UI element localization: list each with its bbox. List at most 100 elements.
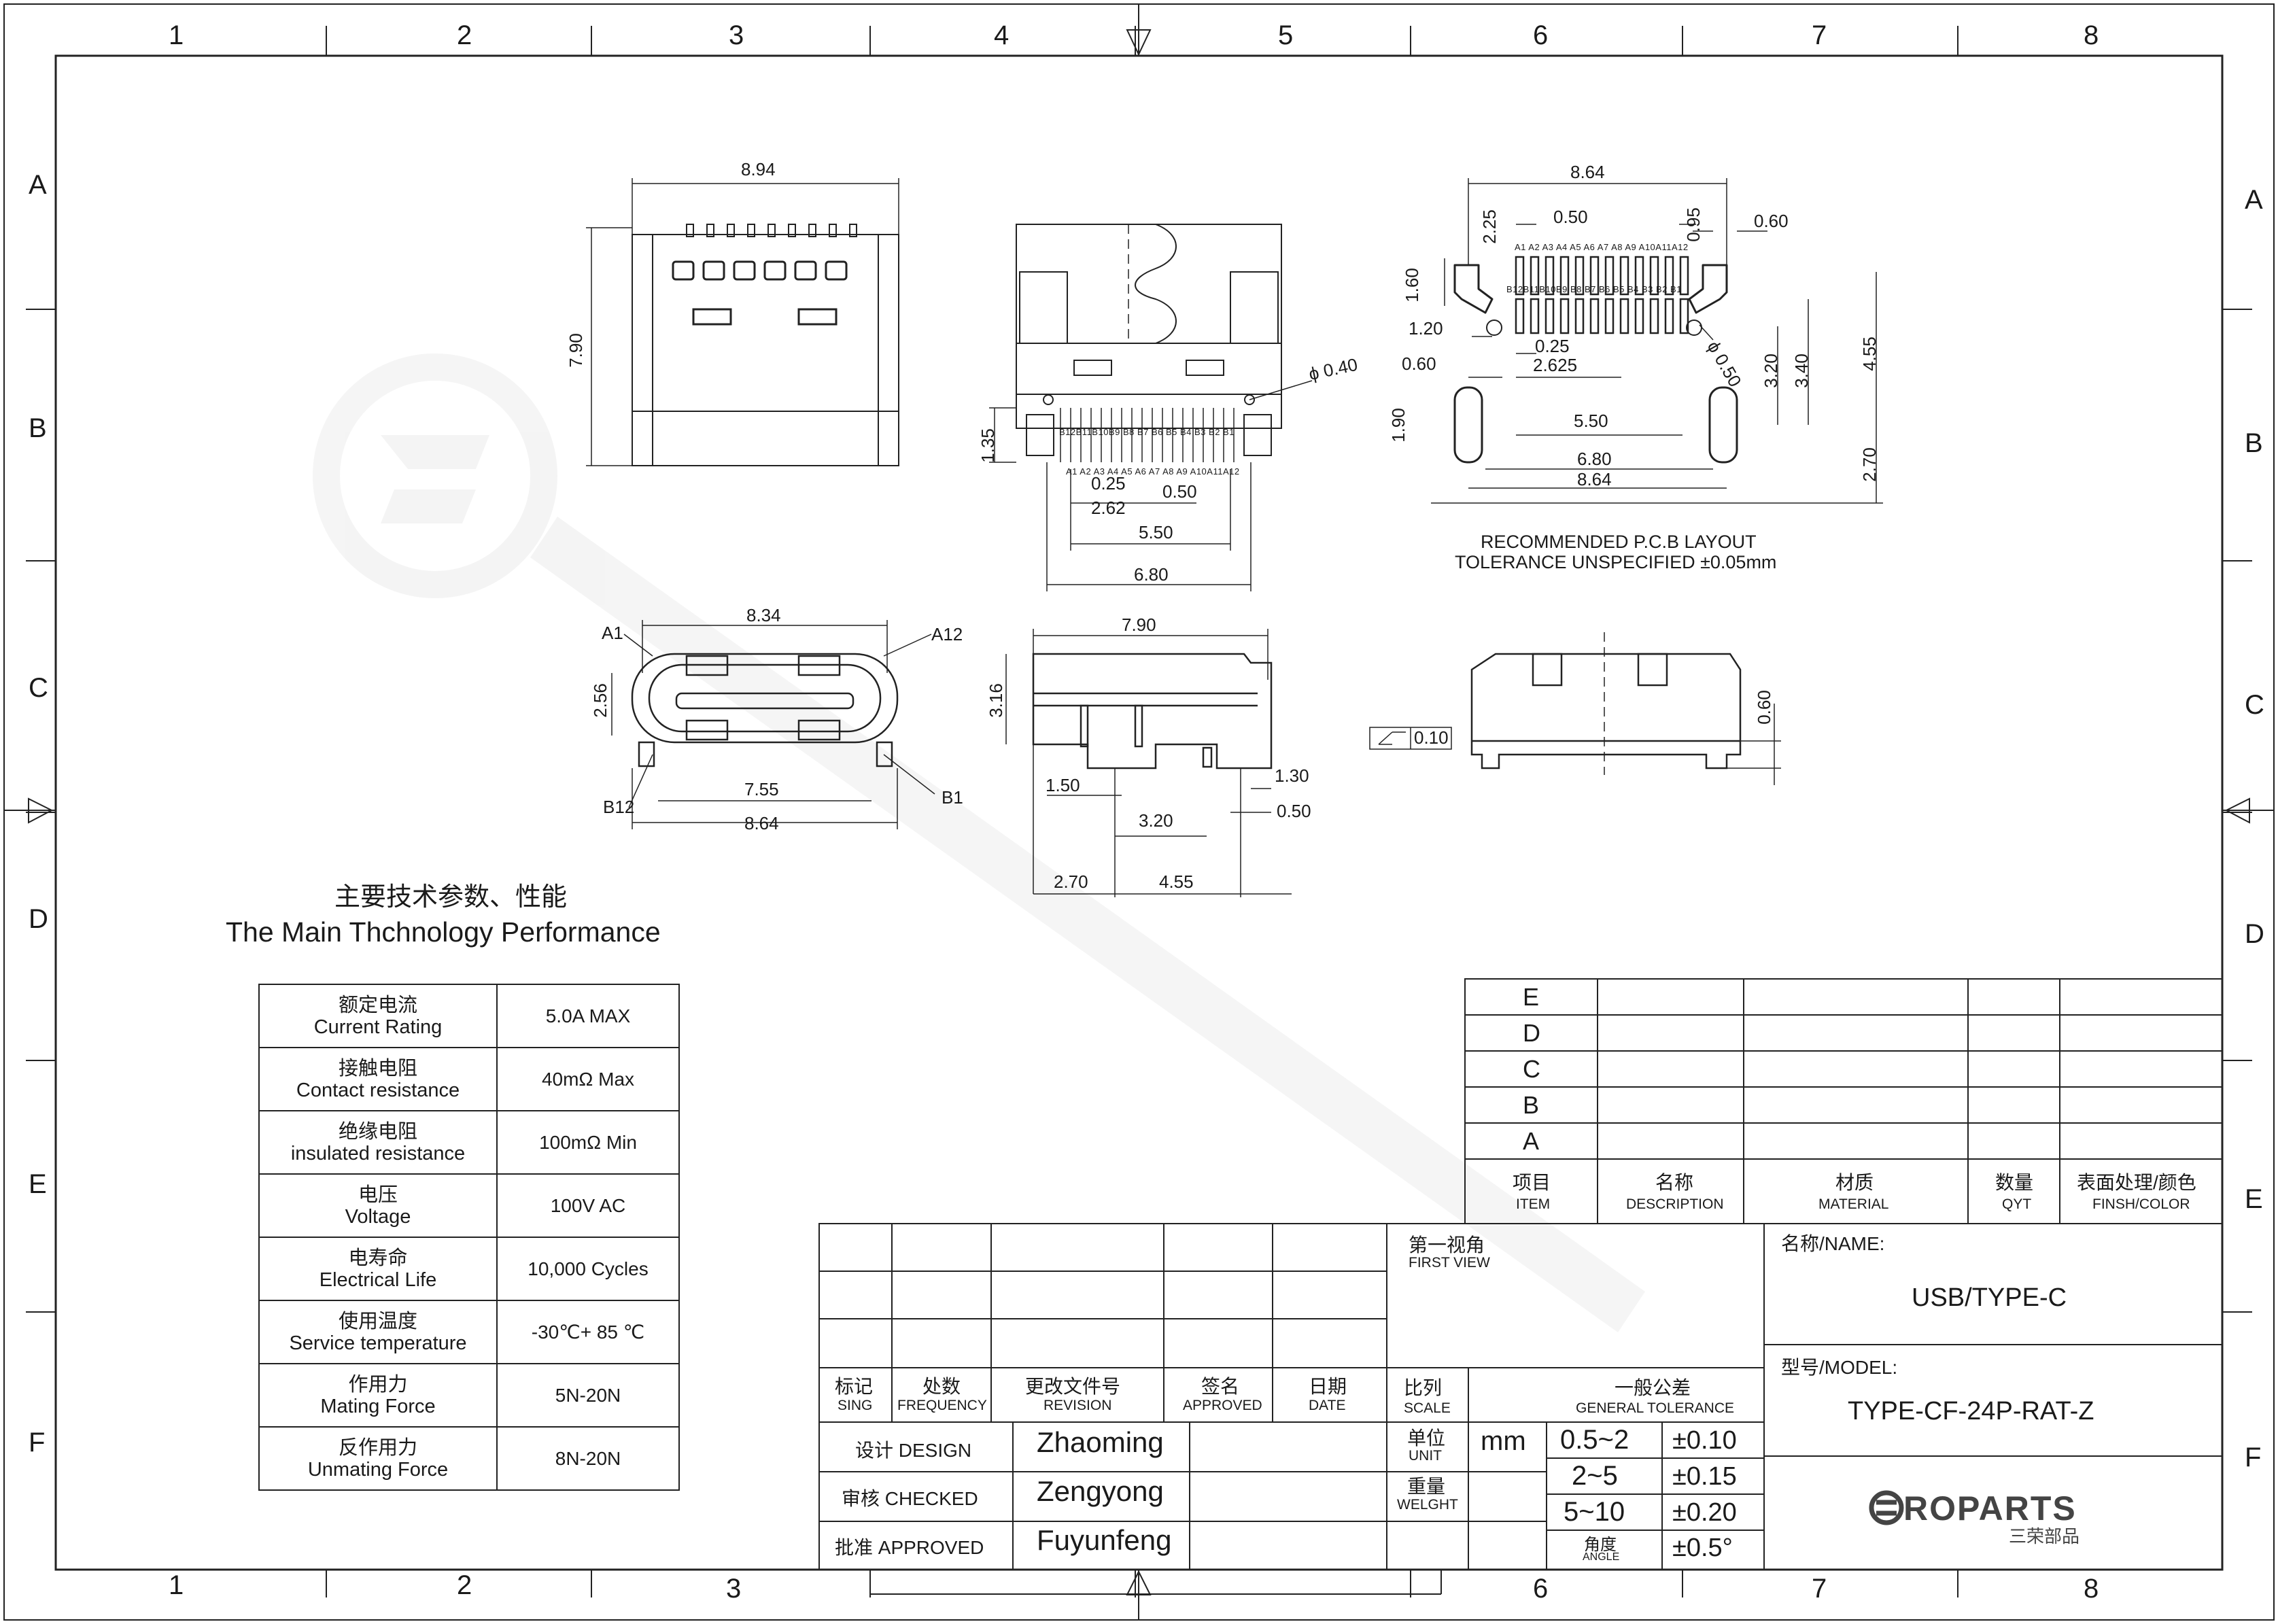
spec-value: 5N-20N	[496, 1363, 680, 1428]
model-label: 型号/MODEL:	[1781, 1357, 1898, 1378]
zone-col-2-bottom: 2	[457, 1570, 472, 1600]
zone-col-3-top: 3	[729, 20, 744, 50]
signoff-approved-role: 批准 APPROVED	[835, 1537, 984, 1558]
zone-row-c-right: C	[2245, 690, 2264, 720]
zone-col-3-bottom: 3	[726, 1574, 742, 1604]
unit-value: mm	[1481, 1426, 1526, 1456]
top-view	[586, 178, 899, 466]
pcb-note-line1: RECOMMENDED P.C.B LAYOUT	[1481, 532, 1757, 552]
tolerance-range-1: 0.5~2	[1560, 1425, 1629, 1455]
label-a1: A1	[602, 623, 623, 643]
logo-cn: 三荣部品	[2009, 1526, 2080, 1547]
dim-side-130: 1.30	[1275, 765, 1309, 786]
rev-header-sing-en: SING	[838, 1398, 873, 1413]
tolerance-value-1: ±0.10	[1672, 1426, 1737, 1455]
dim-pcb-680: 6.80	[1577, 449, 1612, 469]
bom-header-item-cn: 项目	[1513, 1172, 1551, 1193]
signoff-design-role: 设计 DESIGN	[855, 1440, 972, 1461]
spec-value: -30℃+ 85 ℃	[496, 1300, 680, 1364]
front-pins-top: A1 A2 A3 A4 A5 A6 A7 A8 A9 A10A11A12	[1066, 466, 1240, 477]
bom-header-desc-en: DESCRIPTION	[1626, 1196, 1724, 1212]
dim-pcb-050: 0.50	[1553, 207, 1588, 227]
dim-pcb-270: 2.70	[1859, 447, 1880, 482]
dim-top-width: 8.94	[741, 159, 776, 179]
rev-header-date-en: DATE	[1309, 1398, 1346, 1413]
tolerance-range-3: 5~10	[1564, 1497, 1625, 1527]
dim-pcb-120: 1.20	[1409, 318, 1443, 339]
zone-row-e-left: E	[29, 1169, 47, 1199]
side-view	[1005, 629, 1292, 897]
tolerance-range-2: 2~5	[1572, 1461, 1618, 1491]
dim-end-834: 8.34	[746, 605, 781, 625]
dim-pcb-550: 5.50	[1574, 411, 1608, 431]
tolerance-angle-cn: 角度	[1584, 1536, 1617, 1554]
bom-row-c: C	[1523, 1055, 1540, 1083]
pcb-pins-bottom: B12B11B10B9 B8 B7 B6 B5 B4 B3 B2 B1	[1506, 284, 1682, 294]
dim-front-pitch: 0.25	[1091, 473, 1126, 494]
dim-pcb-455: 4.55	[1859, 336, 1880, 371]
bom-row-d: D	[1523, 1019, 1540, 1047]
spec-value: 10,000 Cycles	[496, 1237, 680, 1301]
bom-header-material-cn: 材质	[1835, 1172, 1874, 1193]
unit-en: UNIT	[1409, 1448, 1442, 1464]
dim-pcb-160: 1.60	[1401, 268, 1422, 303]
zone-row-c-left: C	[29, 673, 48, 703]
dim-end-256: 2.56	[589, 683, 610, 718]
weight-en: WELGHT	[1397, 1497, 1458, 1513]
dim-side-320: 3.20	[1139, 810, 1173, 831]
spec-value: 100mΩ Min	[496, 1110, 680, 1175]
dim-side-050: 0.50	[1277, 801, 1311, 821]
zone-col-6-top: 6	[1533, 20, 1549, 50]
name-value: USB/TYPE-C	[1912, 1283, 2067, 1312]
end-view	[611, 620, 935, 829]
scale-en: SCALE	[1404, 1400, 1451, 1416]
spec-title-en: The Main Thchnology Performance	[226, 916, 661, 948]
rev-header-revision-en: REVISION	[1043, 1398, 1112, 1413]
dim-end-864: 8.64	[744, 813, 779, 833]
title-block-lines	[818, 1223, 2223, 1595]
model-value: TYPE-CF-24P-RAT-Z	[1848, 1397, 2094, 1426]
tolerance-en: GENERAL TOLERANCE	[1576, 1400, 1735, 1416]
dim-side-316: 3.16	[985, 683, 1006, 718]
rev-header-sing-cn: 标记	[835, 1376, 874, 1397]
first-view-en: FIRST VIEW	[1409, 1255, 1490, 1271]
spec-value: 100V AC	[496, 1173, 680, 1238]
dim-side-455: 4.55	[1159, 871, 1194, 892]
zone-col-8-bottom: 8	[2084, 1574, 2099, 1604]
label-b1: B1	[942, 787, 963, 808]
dim-side-790: 7.90	[1122, 615, 1156, 635]
dim-pcb-340: 3.40	[1791, 353, 1812, 388]
rev-header-frequency-en: FREQUENCY	[897, 1398, 987, 1413]
weight-cn: 重量	[1407, 1476, 1446, 1497]
front-pins-bottom: B12B11B10B9 B8 B7 B6 B5 B4 B3 B2 B1	[1059, 427, 1235, 437]
pcb-note-line2: TOLERANCE UNSPECIFIED ±0.05mm	[1455, 552, 1777, 572]
dim-front-550: 5.50	[1139, 522, 1173, 542]
zone-row-d-left: D	[29, 904, 48, 934]
tolerance-value-2: ±0.15	[1672, 1462, 1737, 1491]
signoff-checked-role: 审核 CHECKED	[842, 1488, 978, 1509]
logo-mark	[1869, 1490, 1904, 1525]
dim-front-height: 1.35	[977, 428, 998, 463]
bom-header-qty-en: QYT	[2002, 1196, 2032, 1212]
rev-header-approved-cn: 签名	[1201, 1376, 1240, 1397]
zone-row-d-right: D	[2245, 919, 2264, 949]
zone-col-1-top: 1	[169, 20, 184, 50]
dim-pcb-864: 8.64	[1577, 469, 1612, 489]
dim-pcb-060: 0.60	[1754, 211, 1789, 231]
